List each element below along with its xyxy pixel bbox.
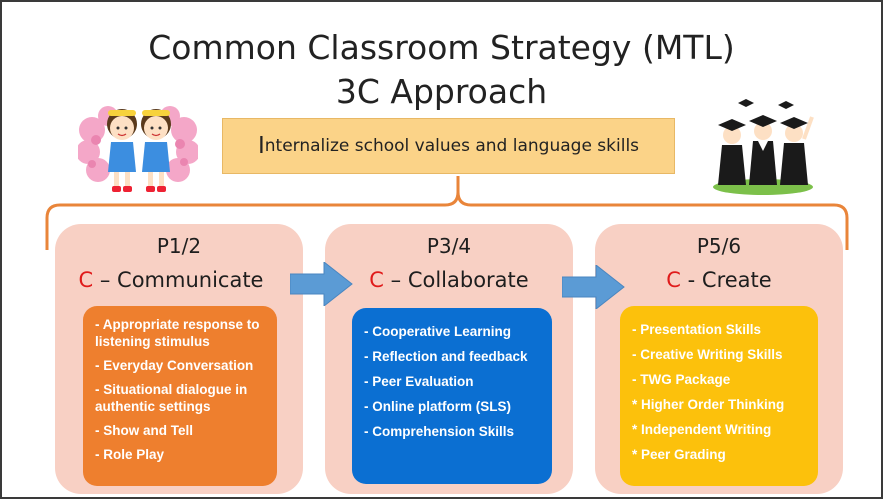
stage-grade-p5-6: P5/6: [696, 234, 742, 258]
list-item: - Presentation Skills: [632, 322, 762, 337]
list-item: - Everyday Conversation: [95, 358, 254, 373]
stage-heading-create: C - Create: [595, 268, 843, 292]
goal-text: nternalize school values and language sk…: [264, 136, 640, 156]
list-item: * Peer Grading: [632, 447, 726, 462]
list-item: * Independent Writing: [632, 422, 772, 437]
collaborate-list-box: - Cooperative Learning - Reflection and …: [352, 308, 552, 484]
graduates-icon: [713, 99, 814, 195]
bracket-connector: [45, 176, 849, 250]
heading-text: – Communicate: [99, 268, 264, 292]
list-item: - Reflection and feedback: [364, 349, 528, 364]
stage-grade-p1-2: P1/2: [156, 234, 202, 258]
children-with-blossoms-icon: [78, 106, 198, 192]
list-item: - Creative Writing Skills: [632, 347, 783, 362]
c-letter: C: [666, 268, 681, 292]
title-line-1: Common Classroom Strategy (MTL): [148, 28, 735, 67]
list-item: - Appropriate response to listening stim…: [95, 317, 260, 349]
communicate-list-box: - Appropriate response to listening stim…: [83, 306, 277, 486]
heading-text: – Collaborate: [390, 268, 529, 292]
right-arrow-icon: [562, 265, 625, 309]
stage-grade-p3-4: P3/4: [426, 234, 472, 258]
c-letter: C: [369, 268, 384, 292]
list-item: - Peer Evaluation: [364, 374, 474, 389]
list-item: - Cooperative Learning: [364, 324, 512, 339]
c-letter: C: [78, 268, 94, 292]
list-item: - TWG Package: [632, 372, 731, 387]
stage-heading-collaborate: C – Collaborate: [325, 268, 573, 292]
create-list-box: - Presentation Skills - Creative Writing…: [620, 306, 818, 486]
list-item: - Role Play: [95, 447, 165, 462]
list-item: - Online platform (SLS): [364, 399, 511, 414]
right-arrow-icon: [290, 262, 353, 306]
stage-heading-communicate: C – Communicate: [47, 268, 295, 292]
list-item: * Higher Order Thinking: [632, 397, 785, 412]
heading-text: - Create: [687, 268, 772, 292]
title-line-2: 3C Approach: [335, 72, 548, 111]
list-item: - Situational dialogue in authentic sett…: [95, 382, 248, 414]
list-item: - Show and Tell: [95, 423, 194, 438]
goal-initial: I: [257, 133, 265, 159]
list-item: - Comprehension Skills: [364, 424, 515, 439]
